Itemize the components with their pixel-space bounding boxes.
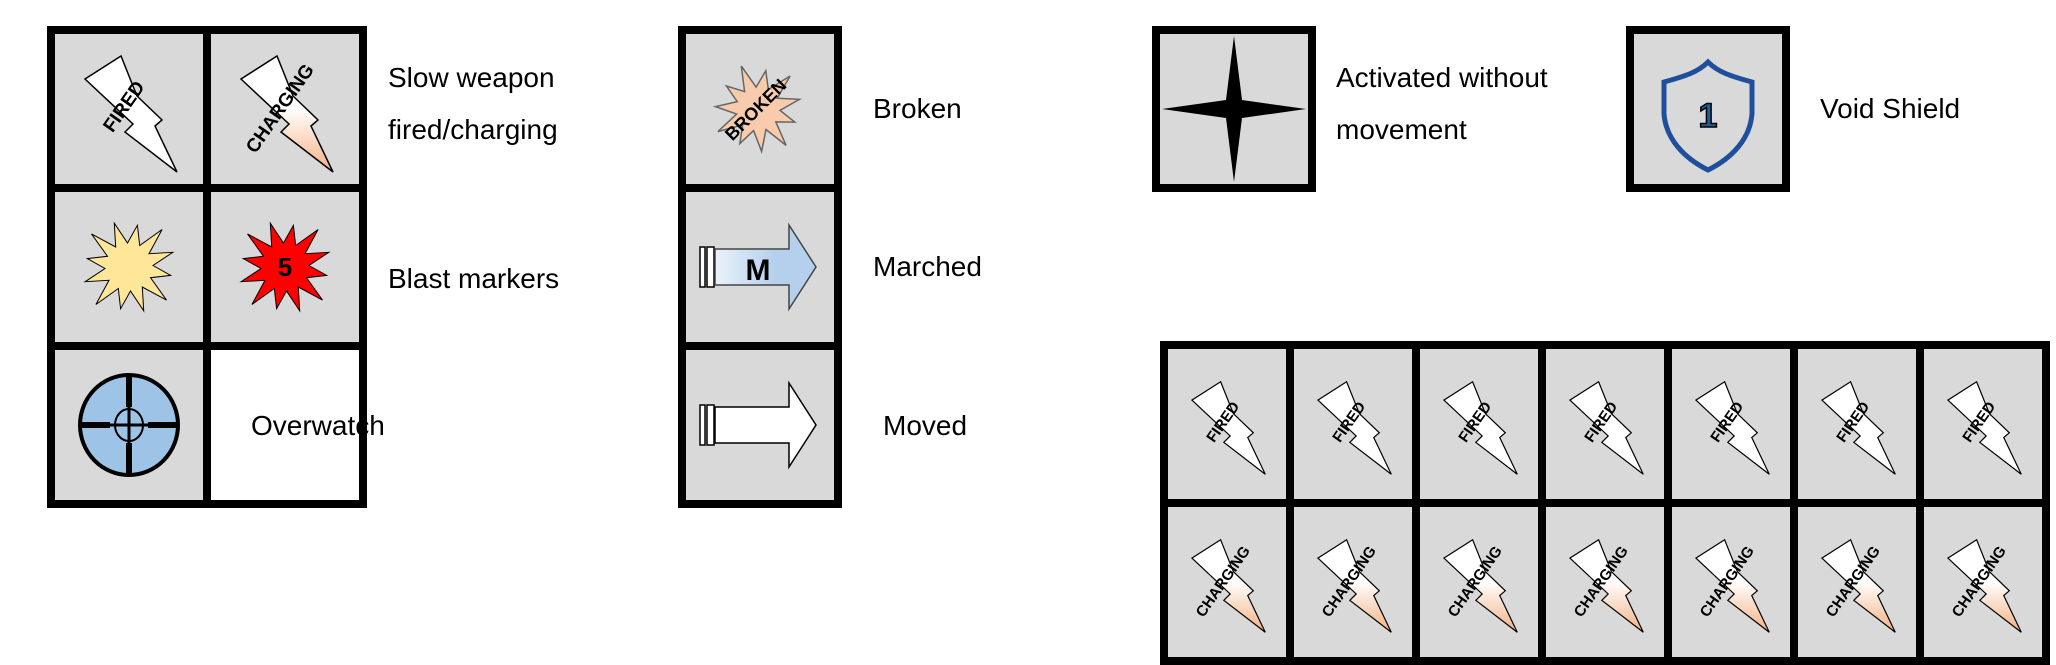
fired-tracker-cell: FIRED xyxy=(1672,349,1790,499)
activated-label: Activated without movement xyxy=(1336,52,1548,156)
fired-tracker-cell: FIRED xyxy=(1546,349,1664,499)
charging-tracker-cell: CHARGING xyxy=(1924,507,2042,657)
fired-bolt-icon: FIRED xyxy=(1694,380,1770,475)
slow-weapon-label-line2: fired/charging xyxy=(388,114,558,145)
activated-marker-frame xyxy=(1152,26,1316,192)
red-blast-burst-icon: 5 xyxy=(239,221,331,313)
fired-bolt-icon: FIRED xyxy=(1442,380,1518,475)
overwatch-marker-cell xyxy=(55,350,203,500)
charging-tracker-cell: CHARGING xyxy=(1168,507,1286,657)
fired-marker-cell: FIRED xyxy=(55,34,203,184)
crosshair-icon xyxy=(78,373,180,477)
status-marker-grid: BROKEN M xyxy=(678,26,842,508)
fired-tracker-cell: FIRED xyxy=(1294,349,1412,499)
charging-bolt-icon: CHARGING xyxy=(1316,538,1392,633)
void-shield-label: Void Shield xyxy=(1820,93,1961,124)
moved-arrow-icon xyxy=(699,380,817,470)
charging-tracker-cell: CHARGING xyxy=(1294,507,1412,657)
weapon-tracker-grid: FIRED FIRED FIRED FIRED FIRED FIRED FIRE… xyxy=(1160,341,2050,665)
moved-label: Moved xyxy=(883,410,968,441)
activated-label-line2: movement xyxy=(1336,114,1467,145)
fired-bolt-icon: FIRED xyxy=(1568,380,1644,475)
empty-cell xyxy=(211,350,359,500)
blast-marker-count-cell: 5 xyxy=(211,192,359,342)
fired-bolt-icon: FIRED xyxy=(1190,380,1266,475)
marched-label: Marched xyxy=(873,251,982,282)
charging-bolt-icon: CHARGING xyxy=(1568,538,1644,633)
blast-count-text: 5 xyxy=(278,252,292,282)
marched-marker-cell: M xyxy=(686,192,834,342)
shield-icon: 1 xyxy=(1661,58,1755,173)
marched-text: M xyxy=(746,254,771,287)
broken-burst-icon: BROKEN xyxy=(712,65,803,155)
charging-bolt-icon: CHARGING xyxy=(1946,538,2022,633)
charging-tracker-cell: CHARGING xyxy=(1546,507,1664,657)
moved-marker-cell xyxy=(686,350,834,500)
fired-bolt-icon: FIRED xyxy=(1316,380,1392,475)
slow-weapon-label-line1: Slow weapon xyxy=(388,62,555,93)
void-shield-cell: 1 xyxy=(1634,34,1782,184)
charging-marker-cell: CHARGING xyxy=(211,34,359,184)
activated-marker-cell xyxy=(1160,34,1308,184)
void-shield-value: 1 xyxy=(1699,97,1718,135)
fired-bolt-icon: FIRED xyxy=(1820,380,1896,475)
charging-tracker-cell: CHARGING xyxy=(1672,507,1790,657)
activated-label-line1: Activated without xyxy=(1336,62,1548,93)
charging-bolt-icon: CHARGING xyxy=(1820,538,1896,633)
charging-bolt-icon: CHARGING xyxy=(1442,538,1518,633)
overwatch-label: Overwatch xyxy=(251,410,385,441)
fired-tracker-cell: FIRED xyxy=(1168,349,1286,499)
slow-weapon-label: Slow weapon fired/charging xyxy=(388,52,558,156)
charging-bolt-icon: CHARGING xyxy=(1190,538,1266,633)
broken-label: Broken xyxy=(873,93,962,124)
blast-marker-cell xyxy=(55,192,203,342)
broken-marker-cell: BROKEN xyxy=(686,34,834,184)
charging-bolt-icon: CHARGING xyxy=(1694,538,1770,633)
fired-tracker-cell: FIRED xyxy=(1420,349,1538,499)
blast-markers-label: Blast markers xyxy=(388,263,560,294)
fired-tracker-cell: FIRED xyxy=(1924,349,2042,499)
charging-tracker-cell: CHARGING xyxy=(1798,507,1916,657)
blast-burst-icon xyxy=(83,221,175,313)
void-shield-frame: 1 xyxy=(1626,26,1790,192)
four-point-star-icon xyxy=(1162,36,1306,182)
fired-bolt-icon: FIRED xyxy=(83,54,178,173)
slow-weapon-blast-overwatch-grid: FIRED CHARGING 5 xyxy=(47,26,367,508)
charging-tracker-cell: CHARGING xyxy=(1420,507,1538,657)
charging-bolt-icon: CHARGING xyxy=(239,54,334,173)
marched-arrow-icon: M xyxy=(699,222,817,312)
fired-tracker-cell: FIRED xyxy=(1798,349,1916,499)
fired-bolt-icon: FIRED xyxy=(1946,380,2022,475)
